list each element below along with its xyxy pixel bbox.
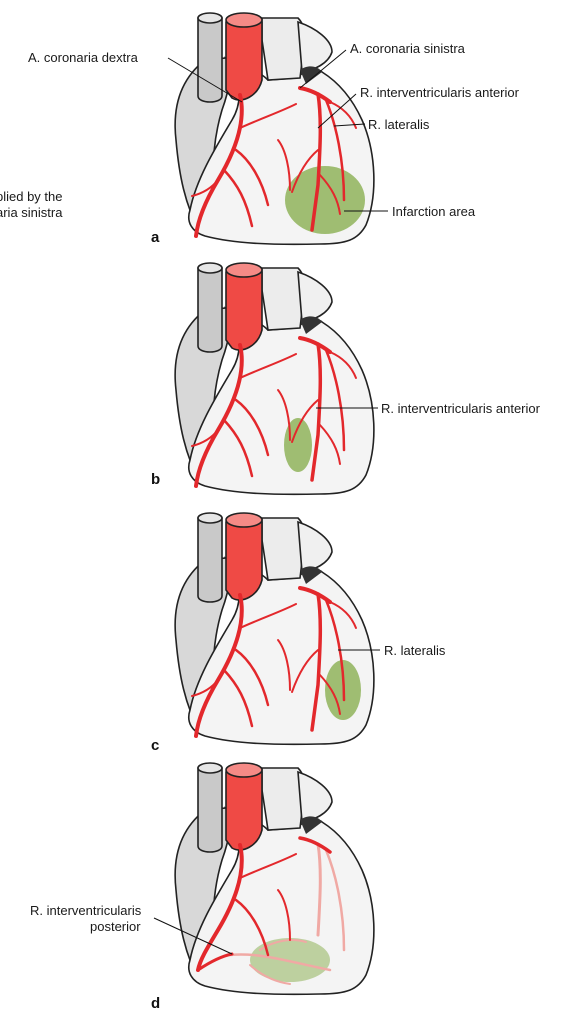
label-a-coronaria-sinistra: A. coronaria sinistra — [350, 41, 466, 56]
panel-letter-d: d — [151, 995, 160, 1012]
side-note-line2: aria sinistra — [0, 205, 63, 220]
label-r-interventricularis-anterior-a: R. interventricularis anterior — [360, 85, 520, 100]
label-r-interventricularis-posterior-line1: R. interventricularis — [30, 903, 142, 918]
label-infarction-area: Infarction area — [392, 204, 476, 219]
label-r-lateralis-a: R. lateralis — [368, 117, 430, 132]
label-r-interventricularis-posterior-line2: posterior — [90, 919, 141, 934]
side-note-line1: plied by the — [0, 189, 63, 204]
panel-letter-c: c — [151, 737, 159, 754]
panel-d: R. interventricularis posterior d — [30, 763, 374, 1012]
label-a-coronaria-dextra: A. coronaria dextra — [28, 50, 139, 65]
panel-b: R. interventricularis anterior b — [151, 263, 541, 494]
panel-c: R. lateralis c — [151, 513, 446, 754]
panel-a: A. coronaria dextra A. coronaria sinistr… — [28, 13, 520, 246]
panel-letter-b: b — [151, 471, 160, 488]
label-r-lateralis-c: R. lateralis — [384, 643, 446, 658]
label-r-interventricularis-anterior-b: R. interventricularis anterior — [381, 401, 541, 416]
infarction-area-a — [285, 166, 365, 234]
panel-letter-a: a — [151, 229, 160, 246]
